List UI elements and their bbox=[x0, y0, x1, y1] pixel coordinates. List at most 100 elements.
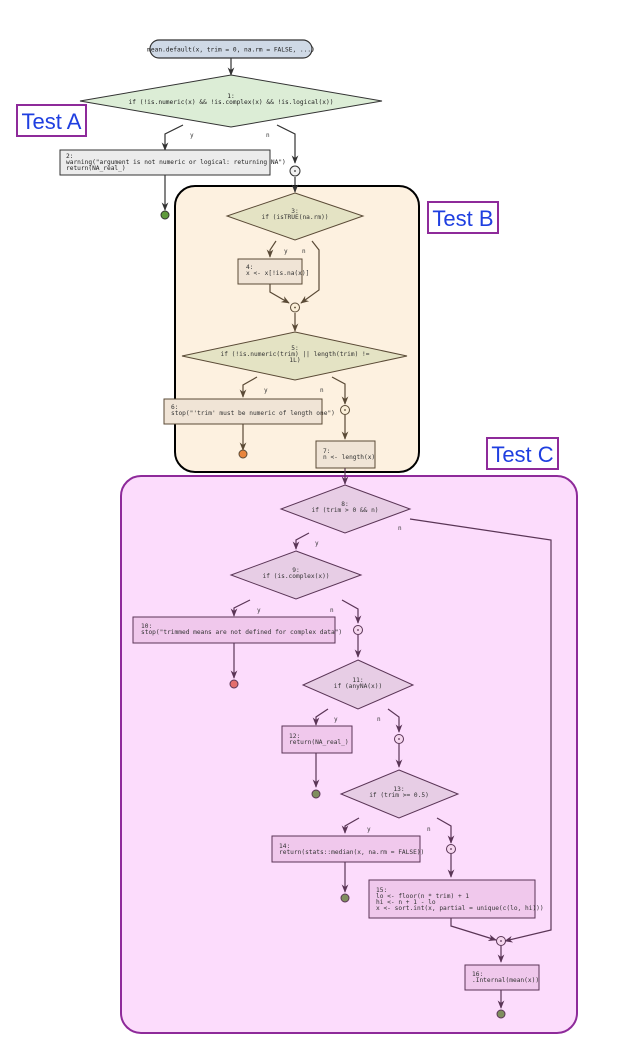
merge-node-6-dot bbox=[450, 848, 452, 850]
node-3-id: 3: bbox=[291, 208, 298, 215]
node-16-id: 16: bbox=[472, 971, 483, 978]
label-n8-yes: y bbox=[315, 540, 319, 547]
node-9-id: 9: bbox=[292, 567, 299, 574]
node-2-line-1: warning("argument is not numeric or logi… bbox=[66, 159, 286, 166]
node-14-id: 14: bbox=[279, 843, 290, 850]
node-15-line-3: x <- sort.int(x, partial = unique(c(lo, … bbox=[376, 905, 544, 912]
edge-n9-no bbox=[341, 599, 362, 624]
process-node-7[interactable]: 7: n <- length(x) bbox=[315, 440, 376, 469]
node-14-line: return(stats::median(x, na.rm = FALSE)) bbox=[279, 849, 424, 856]
node-3-line: if (isTRUE(na.rm)) bbox=[261, 214, 328, 221]
label-n1-no: n bbox=[266, 132, 270, 139]
label-n8-no: n bbox=[398, 525, 402, 532]
node-16-line: .Internal(mean(x)) bbox=[472, 977, 539, 984]
decision-node-11[interactable]: 11: if (anyNA(x)) bbox=[301, 659, 415, 710]
node-15-line-2: hi <- n + 1 - lo bbox=[376, 899, 436, 906]
merge-node-2-dot bbox=[294, 306, 296, 309]
node-11-line: if (anyNA(x)) bbox=[334, 683, 382, 690]
label-n13-no: n bbox=[427, 826, 431, 833]
decision-node-3[interactable]: 3: if (isTRUE(na.rm)) bbox=[225, 192, 365, 241]
decision-node-5[interactable]: 5: if (!is.numeric(trim) || length(trim)… bbox=[181, 331, 408, 381]
node-10-id: 10: bbox=[141, 623, 152, 630]
test-a-label-text: Test A bbox=[22, 109, 82, 134]
label-n13-yes: y bbox=[367, 826, 371, 833]
decision-node-1[interactable]: 1: if (!is.numeric(x) && !is.complex(x) … bbox=[79, 74, 383, 128]
end-node-stop-trim bbox=[238, 449, 248, 459]
test-a-label: Test A bbox=[16, 104, 87, 137]
process-node-15[interactable]: 15: lo <- floor(n * trim) + 1 hi <- n + … bbox=[368, 879, 544, 919]
branch-labels: y n y n y n y n y n y n y n bbox=[190, 132, 431, 833]
process-node-4[interactable]: 4: x <- x[!is.na(x)] bbox=[237, 258, 309, 285]
merge-node-5-dot bbox=[398, 738, 400, 740]
edges-test-b bbox=[239, 240, 349, 451]
node-4-id: 4: bbox=[246, 264, 253, 271]
start-node[interactable]: mean.default(x, trim = 0, na.rm = FALSE,… bbox=[147, 39, 315, 59]
label-n1-yes: y bbox=[190, 132, 194, 139]
end-node-return-median bbox=[340, 893, 350, 903]
end-node-internal-mean bbox=[496, 1009, 506, 1019]
node-1-line: if (!is.numeric(x) && !is.complex(x) && … bbox=[129, 99, 334, 106]
process-node-2[interactable]: 2: warning("argument is not numeric or l… bbox=[59, 149, 286, 176]
node-15-line-1: lo <- floor(n * trim) + 1 bbox=[376, 893, 469, 900]
node-5-line-1: if (!is.numeric(trim) || length(trim) != bbox=[220, 351, 369, 358]
node-5-id: 5: bbox=[291, 345, 298, 352]
edge-n11-no bbox=[387, 708, 403, 733]
edge-n13-no bbox=[436, 817, 455, 844]
decision-node-9[interactable]: 9: if (is.complex(x)) bbox=[229, 550, 363, 600]
node-5-line-2: 1L) bbox=[289, 357, 300, 364]
end-node-return-na bbox=[311, 789, 321, 799]
node-4-line: x <- x[!is.na(x)] bbox=[246, 270, 309, 277]
label-n5-yes: y bbox=[264, 387, 268, 394]
test-b-label: Test B bbox=[427, 201, 499, 234]
edge-n13-yes bbox=[341, 817, 360, 834]
edge-n3-yes bbox=[266, 240, 277, 258]
node-11-id: 11: bbox=[352, 677, 363, 684]
label-n11-yes: y bbox=[334, 716, 338, 723]
test-c-label: Test C bbox=[486, 437, 559, 470]
node-15-id: 15: bbox=[376, 887, 387, 894]
merge-node-3-dot bbox=[344, 409, 346, 411]
edge-n5-yes bbox=[239, 376, 258, 398]
edge-n15-merge bbox=[450, 918, 497, 941]
node-1-id: 1: bbox=[227, 93, 234, 100]
merge-node-4-dot bbox=[357, 629, 359, 631]
merge-node-7-dot bbox=[500, 940, 502, 942]
node-10-line: stop("trimmed means are not defined for … bbox=[141, 629, 342, 636]
label-n9-no: n bbox=[330, 607, 334, 614]
node-2-id: 2: bbox=[66, 153, 73, 160]
edge-n1-yes bbox=[161, 124, 184, 151]
label-n3-yes: y bbox=[284, 248, 288, 255]
edge-n3-no bbox=[300, 240, 320, 304]
node-8-line: if (trim > 0 && n) bbox=[311, 507, 378, 514]
process-node-10[interactable]: 10: stop("trimmed means are not defined … bbox=[132, 616, 342, 644]
edge-n4-merge bbox=[269, 284, 290, 304]
test-c-label-text: Test C bbox=[491, 442, 553, 467]
process-node-6[interactable]: 6: stop("'trim' must be numeric of lengt… bbox=[163, 398, 335, 425]
end-node-warning bbox=[160, 210, 170, 220]
edge-n1-no bbox=[276, 124, 299, 164]
process-node-14[interactable]: 14: return(stats::median(x, na.rm = FALS… bbox=[271, 835, 424, 863]
node-13-line: if (trim >= 0.5) bbox=[369, 792, 429, 799]
node-2-line-2: return(NA_real_) bbox=[66, 165, 126, 172]
merge-node-1-dot bbox=[294, 170, 296, 172]
end-node-stop-complex bbox=[229, 679, 239, 689]
node-13-id: 13: bbox=[393, 786, 404, 793]
node-8-id: 8: bbox=[341, 501, 348, 508]
decision-node-8[interactable]: 8: if (trim > 0 && n) bbox=[279, 484, 412, 534]
process-node-12[interactable]: 12: return(NA_real_) bbox=[281, 725, 353, 754]
node-6-id: 6: bbox=[171, 404, 178, 411]
edge-n8-no bbox=[409, 518, 552, 943]
node-9-line: if (is.complex(x)) bbox=[262, 573, 329, 580]
node-12-id: 12: bbox=[289, 733, 300, 740]
label-n11-no: n bbox=[377, 716, 381, 723]
node-12-line: return(NA_real_) bbox=[289, 739, 349, 746]
node-7-id: 7: bbox=[323, 448, 330, 455]
edges-test-c bbox=[230, 468, 552, 1009]
edge-n8-yes bbox=[292, 532, 310, 550]
start-node-label: mean.default(x, trim = 0, na.rm = FALSE,… bbox=[147, 47, 315, 54]
edge-n9-yes bbox=[230, 599, 251, 617]
process-node-16[interactable]: 16: .Internal(mean(x)) bbox=[464, 964, 540, 991]
test-b-label-text: Test B bbox=[432, 206, 493, 231]
decision-node-13[interactable]: 13: if (trim >= 0.5) bbox=[339, 769, 460, 819]
